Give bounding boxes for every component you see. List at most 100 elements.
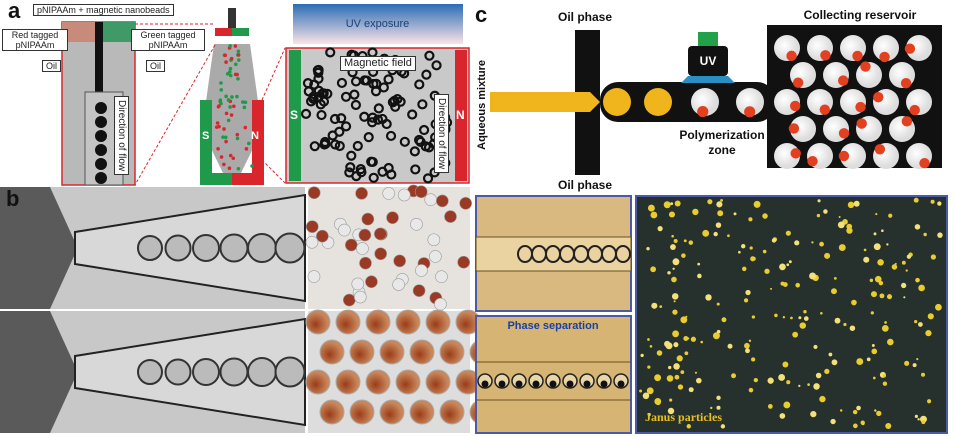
janus-particle-speck	[731, 373, 737, 379]
particle	[436, 194, 449, 208]
janus-particle-speck	[727, 343, 733, 349]
particle	[320, 136, 331, 148]
janus-particle-speck	[794, 240, 800, 246]
janus-cap	[901, 116, 913, 127]
janus-cap	[792, 77, 804, 88]
janus-particle-speck	[803, 316, 809, 321]
bead	[216, 147, 220, 151]
janus-particle-speck	[742, 266, 747, 272]
bead	[235, 72, 239, 77]
janus-particle-speck	[764, 268, 770, 274]
particle	[385, 130, 397, 142]
janus-particle-speck	[670, 202, 674, 206]
janus-particle-speck	[795, 282, 801, 288]
janus-particle	[790, 116, 816, 142]
janus-particle-speck	[666, 375, 674, 382]
droplet-core	[617, 380, 625, 388]
particle	[349, 89, 360, 100]
janus-particle	[736, 88, 764, 116]
droplet-core	[600, 380, 608, 388]
particle	[374, 227, 387, 241]
janus-particle-speck	[810, 411, 817, 418]
particle	[434, 297, 447, 311]
janus-particle-speck	[849, 325, 856, 331]
bead	[223, 53, 228, 58]
janus-particle-speck	[912, 363, 917, 368]
droplet-core	[481, 380, 489, 388]
janus-particle-speck	[733, 212, 737, 216]
janus-particle-speck	[720, 198, 723, 202]
janus-particle-speck	[790, 316, 793, 320]
janus-cap	[838, 128, 850, 139]
janus-cap	[790, 148, 801, 159]
janus-particle-speck	[702, 229, 710, 237]
droplet	[247, 357, 277, 387]
janus-particle-speck	[654, 374, 662, 382]
particle	[386, 211, 399, 224]
janus-particle	[906, 35, 932, 61]
particle	[315, 99, 326, 110]
janus-particle-speck	[834, 317, 841, 324]
bead	[247, 141, 251, 146]
particle	[393, 254, 406, 268]
janus-cap	[790, 100, 801, 112]
particle	[382, 187, 395, 200]
janus-particle-speck	[914, 320, 918, 324]
droplet	[219, 233, 249, 263]
janus-particle-speck	[851, 299, 857, 306]
green-tagged-label: Green tagged pNIPAAm	[131, 29, 205, 51]
particle	[417, 99, 428, 110]
bead	[235, 132, 240, 137]
janus-particle-speck	[871, 348, 878, 355]
janus-particle-speck	[785, 230, 791, 236]
nozzle-shadow	[0, 187, 75, 309]
nozzle-shadow	[0, 311, 75, 433]
particle	[350, 76, 362, 87]
janus-particle-speck	[748, 387, 754, 393]
janus-particle-speck	[753, 200, 761, 208]
janus-particle-speck	[815, 372, 822, 379]
bead	[236, 166, 241, 171]
bead	[224, 111, 229, 116]
janus-particle-speck	[712, 332, 720, 340]
janus-particle-speck	[767, 403, 773, 409]
janus-particle-speck	[927, 399, 932, 404]
particle	[367, 156, 378, 168]
bead	[229, 56, 234, 61]
particle	[418, 124, 430, 136]
janus-particle-speck	[674, 200, 681, 207]
janus-cap	[919, 158, 930, 169]
particle	[305, 309, 331, 335]
janus-particle-speck	[673, 239, 678, 244]
droplet	[192, 358, 220, 386]
particle	[383, 74, 394, 85]
janus-particle-speck	[783, 401, 791, 409]
particle	[457, 255, 470, 269]
s-pole-bar	[289, 50, 301, 181]
janus-particle-speck	[937, 232, 943, 238]
droplet	[164, 234, 192, 262]
janus-particle-speck	[642, 392, 650, 400]
janus-particle-speck	[824, 368, 830, 374]
bead	[244, 147, 249, 151]
janus-particle-speck	[700, 340, 704, 344]
janus-particle-speck	[937, 201, 942, 206]
bead	[236, 53, 241, 57]
janus-particle-speck	[650, 266, 657, 273]
particle	[344, 167, 355, 178]
janus-particle-speck	[872, 376, 876, 380]
janus-cap	[744, 106, 756, 118]
janus-particle-speck	[716, 201, 723, 208]
particle	[352, 140, 363, 152]
janus-particle-speck	[860, 420, 865, 425]
taper-device	[202, 44, 262, 175]
janus-particle-speck	[782, 316, 786, 319]
janus-particle-speck	[681, 253, 686, 258]
janus-particle-speck	[716, 395, 721, 401]
janus-cap	[855, 101, 866, 113]
bead	[221, 135, 225, 139]
bead	[222, 127, 226, 131]
janus-particle-speck	[828, 352, 833, 357]
janus-particle-speck	[876, 410, 882, 417]
bead	[224, 60, 228, 64]
